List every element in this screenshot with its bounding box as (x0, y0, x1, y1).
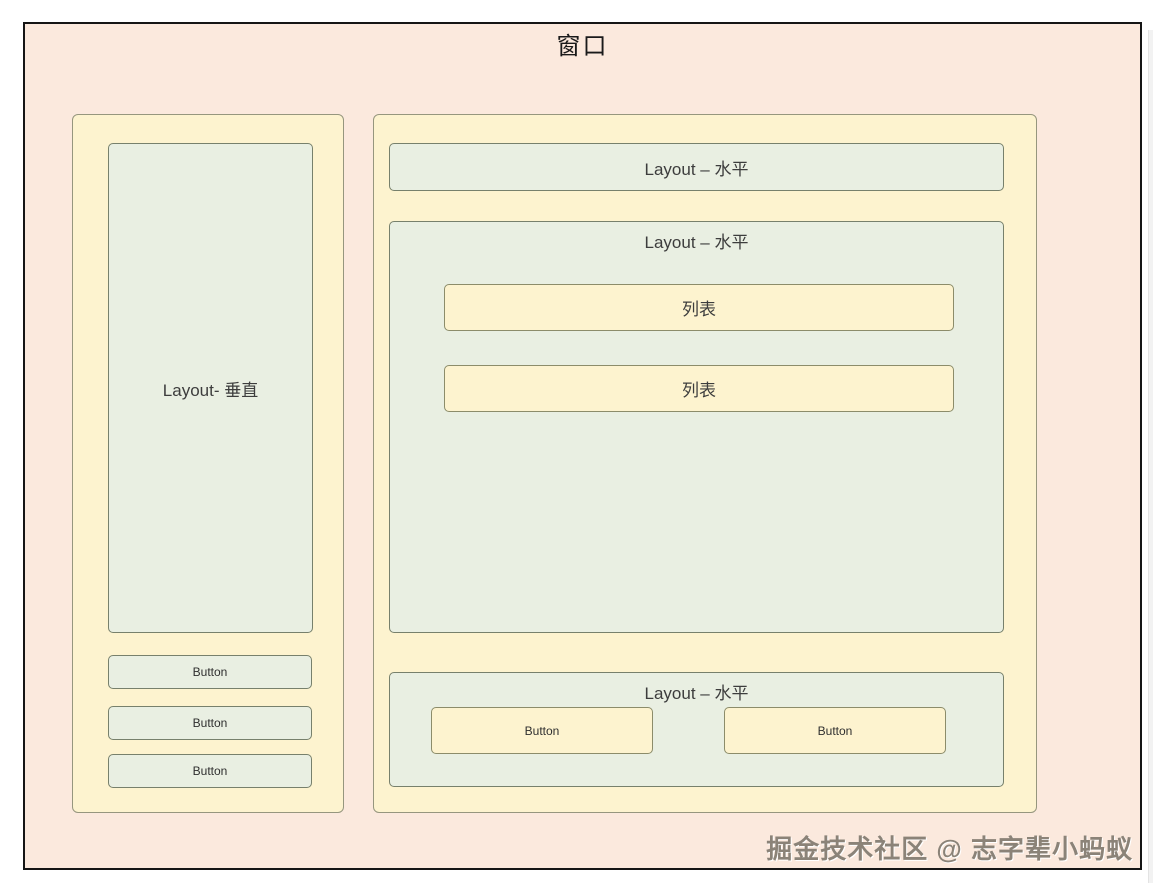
list-box-1[interactable]: 列表 (444, 284, 954, 331)
horizontal-layout-bar-label: Layout – 水平 (644, 159, 749, 179)
vertical-layout-box: Layout- 垂直 (108, 143, 313, 633)
right-layout-panel: Layout – 水平 Layout – 水平 列表 列表 Layout – 水… (373, 114, 1037, 813)
left-button-3[interactable]: Button (108, 754, 312, 788)
window-title: 窗口 (556, 34, 609, 60)
left-button-2[interactable]: Button (108, 706, 312, 740)
bottom-button-2[interactable]: Button (724, 707, 946, 754)
watermark-text: 掘金技术社区 @ 志字辈小蚂蚁 (766, 834, 1133, 864)
vertical-layout-label: Layout- 垂直 (162, 380, 259, 400)
list-box-2[interactable]: 列表 (444, 365, 954, 412)
left-button-1[interactable]: Button (108, 655, 312, 689)
horizontal-layout-bottom-box: Layout – 水平 Button Button (389, 672, 1004, 787)
scrollbar[interactable] (1148, 30, 1153, 883)
bottom-button-1[interactable]: Button (431, 707, 653, 754)
horizontal-layout-bar: Layout – 水平 (389, 143, 1004, 191)
left-layout-panel: Layout- 垂直 Button Button Button (72, 114, 344, 813)
horizontal-layout-middle-label: Layout – 水平 (644, 233, 749, 252)
horizontal-layout-middle-box: Layout – 水平 列表 列表 (389, 221, 1004, 633)
horizontal-layout-bottom-label: Layout – 水平 (644, 684, 749, 703)
